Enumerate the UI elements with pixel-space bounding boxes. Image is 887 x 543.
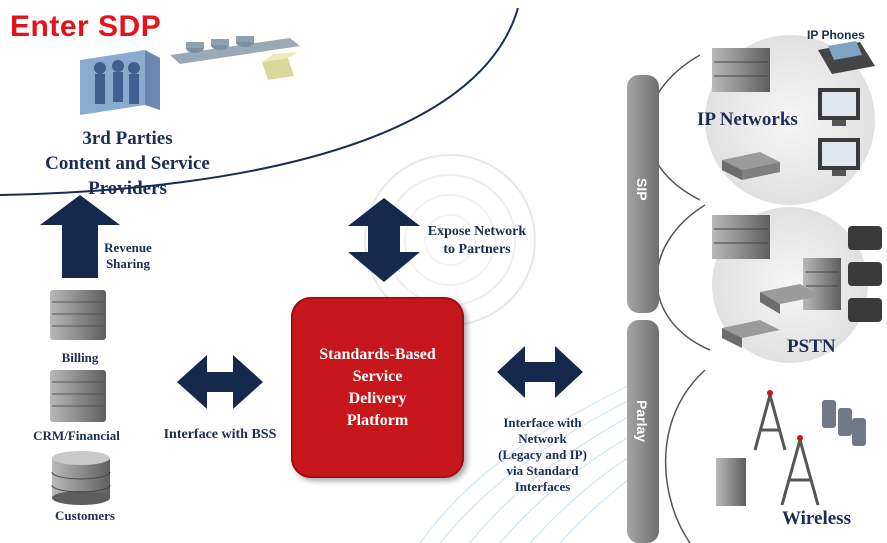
crm-financial-label: CRM/Financial bbox=[33, 428, 120, 443]
bss-interface-arrow bbox=[177, 355, 263, 409]
revenue-up-arrow bbox=[40, 195, 120, 278]
network-interface-arrow bbox=[497, 346, 583, 398]
expose-network-arrow bbox=[348, 198, 420, 282]
content-conveyor-icon bbox=[170, 36, 300, 80]
pstn-router-icon bbox=[722, 320, 780, 348]
network-interface-line-5: Interfaces bbox=[514, 479, 571, 494]
third-parties-line-1: 3rd Parties bbox=[82, 128, 173, 149]
ip-router-stack-icon bbox=[712, 48, 770, 92]
crm-server-icon bbox=[50, 370, 106, 422]
bss-interface-label: Interface with BSS bbox=[163, 427, 277, 442]
sip-bar bbox=[627, 75, 659, 313]
parlay-bar bbox=[627, 320, 659, 543]
third-parties-line-2: Content and Service bbox=[45, 153, 210, 174]
network-interface-line-3: (Legacy and IP) bbox=[498, 447, 587, 462]
customers-database-icon bbox=[51, 451, 111, 505]
wireless-tower-icon-2 bbox=[780, 435, 820, 506]
ip-phones-label: IP Phones bbox=[807, 28, 865, 42]
ip-switch-icon bbox=[722, 152, 780, 180]
revenue-sharing-label: Revenue Sharing bbox=[98, 240, 158, 272]
ip-phone-icon bbox=[818, 41, 875, 74]
ip-networks-label: IP Networks bbox=[697, 109, 798, 130]
expose-line-1: Expose Network bbox=[427, 224, 527, 239]
sip-bar-label: SIP bbox=[634, 178, 650, 201]
third-parties-label: 3rd Parties Content and Service Provider… bbox=[20, 126, 235, 201]
wireless-label: Wireless bbox=[782, 508, 851, 529]
pstn-modem-icon bbox=[760, 284, 820, 314]
sdp-line-3: Delivery bbox=[348, 389, 407, 407]
pstn-phone-icons bbox=[848, 226, 882, 322]
wireless-curve bbox=[664, 369, 706, 543]
network-interface-line-4: via Standard bbox=[506, 463, 579, 478]
third-party-boundary-curve bbox=[0, 7, 519, 196]
wireless-tower-icon-1 bbox=[753, 390, 787, 451]
ip-monitor-icon-2 bbox=[818, 138, 860, 176]
network-interface-line-2: Network bbox=[518, 431, 567, 446]
third-parties-line-3: Providers bbox=[88, 178, 167, 199]
sdp-platform-box: Standards-Based Service Delivery Platfor… bbox=[291, 297, 464, 478]
network-interface-label: Interface with Network (Legacy and IP) v… bbox=[480, 415, 605, 495]
slide-title: Enter SDP bbox=[10, 10, 162, 43]
revenue-line-1: Revenue bbox=[104, 240, 152, 255]
expose-network-label: Expose Network to Partners bbox=[412, 223, 542, 259]
third-party-people-icon bbox=[80, 50, 160, 115]
ip-monitor-icon-1 bbox=[818, 88, 860, 126]
customers-label: Customers bbox=[55, 508, 115, 523]
parlay-bar-label: Parlay bbox=[634, 400, 650, 443]
pstn-curve bbox=[656, 204, 711, 351]
expose-line-2: to Partners bbox=[443, 242, 511, 257]
billing-server-icon bbox=[50, 290, 106, 340]
revenue-line-2: Sharing bbox=[105, 256, 151, 271]
pstn-label: PSTN bbox=[787, 336, 836, 357]
network-interface-line-1: Interface with bbox=[503, 415, 582, 430]
mobile-phones-icon bbox=[822, 400, 866, 446]
pstn-switch-stack-icon bbox=[712, 215, 770, 259]
pstn-tower-server-icon bbox=[803, 258, 841, 310]
sdp-line-4: Platform bbox=[346, 411, 409, 429]
sdp-line-1: Standards-Based bbox=[319, 345, 436, 363]
billing-label: Billing bbox=[61, 350, 99, 365]
wireless-base-station-icon bbox=[716, 458, 746, 506]
sdp-line-2: Service bbox=[352, 367, 403, 385]
